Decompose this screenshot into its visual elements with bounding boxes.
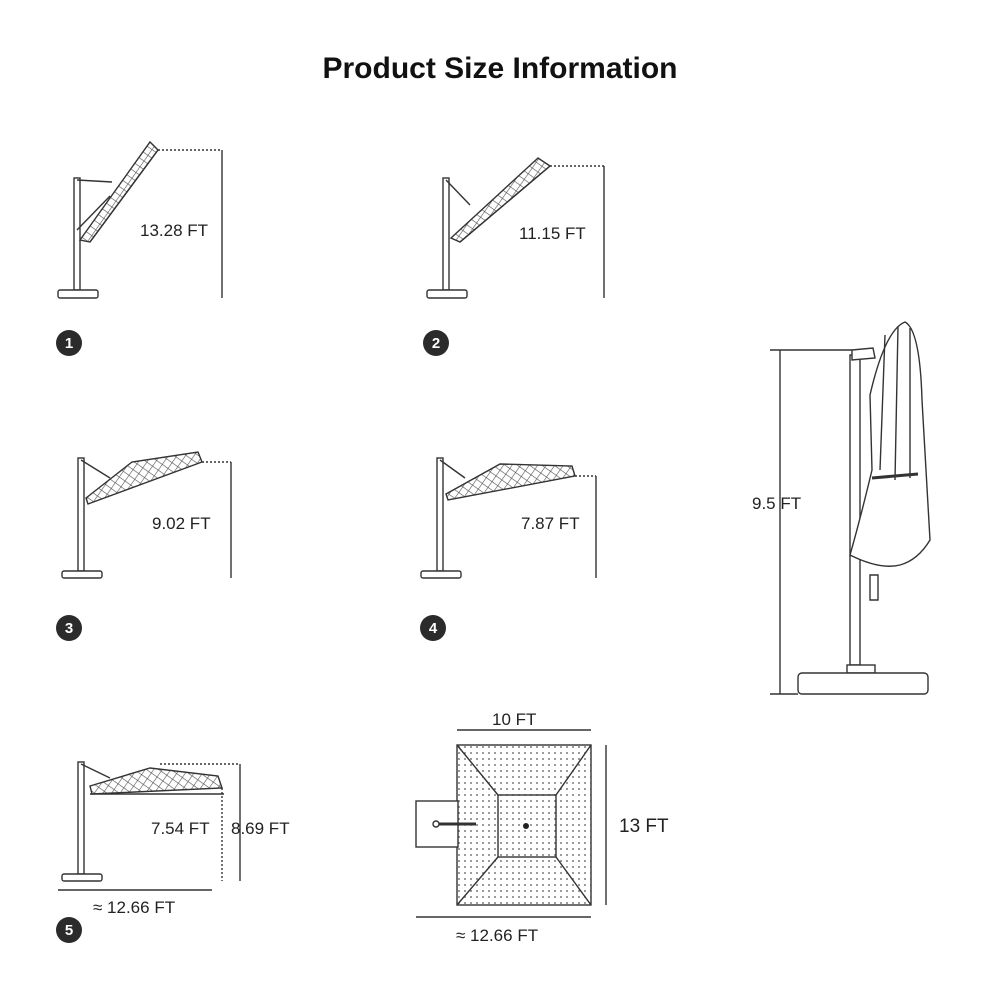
closed-umbrella-drawing	[770, 321, 931, 695]
umbrella-2-height-label: 11.15 FT	[519, 224, 586, 243]
umbrella-5-span-label: ≈ 12.66 FT	[93, 898, 176, 917]
top-view-width-label: 10 FT	[492, 710, 537, 729]
position-badge-2: 2	[423, 330, 449, 356]
umbrella-1-drawing	[57, 140, 223, 299]
umbrella-5-drawing	[58, 761, 241, 891]
umbrella-4-height-label: 7.87 FT	[521, 514, 580, 533]
page-title: Product Size Information	[322, 52, 678, 85]
position-badge-3: 3	[56, 615, 82, 641]
umbrella-1-height-label: 13.28 FT	[140, 221, 209, 240]
position-badge-4: 4	[420, 615, 446, 641]
top-view-drawing	[415, 729, 607, 918]
position-badge-1: 1	[56, 330, 82, 356]
umbrella-2-drawing	[426, 157, 605, 299]
top-view-span-label: ≈ 12.66 FT	[456, 926, 539, 945]
top-view-length-label: 13 FT	[619, 816, 669, 837]
umbrella-5-height-label: 7.54 FT	[151, 819, 210, 838]
umbrella-5-top-height-label: 8.69 FT	[231, 819, 290, 838]
closed-height-label: 9.5 FT	[752, 494, 802, 513]
umbrella-4-drawing	[420, 457, 597, 579]
umbrella-3-drawing	[61, 451, 232, 579]
position-badge-5: 5	[56, 917, 82, 943]
umbrella-3-height-label: 9.02 FT	[152, 514, 211, 533]
